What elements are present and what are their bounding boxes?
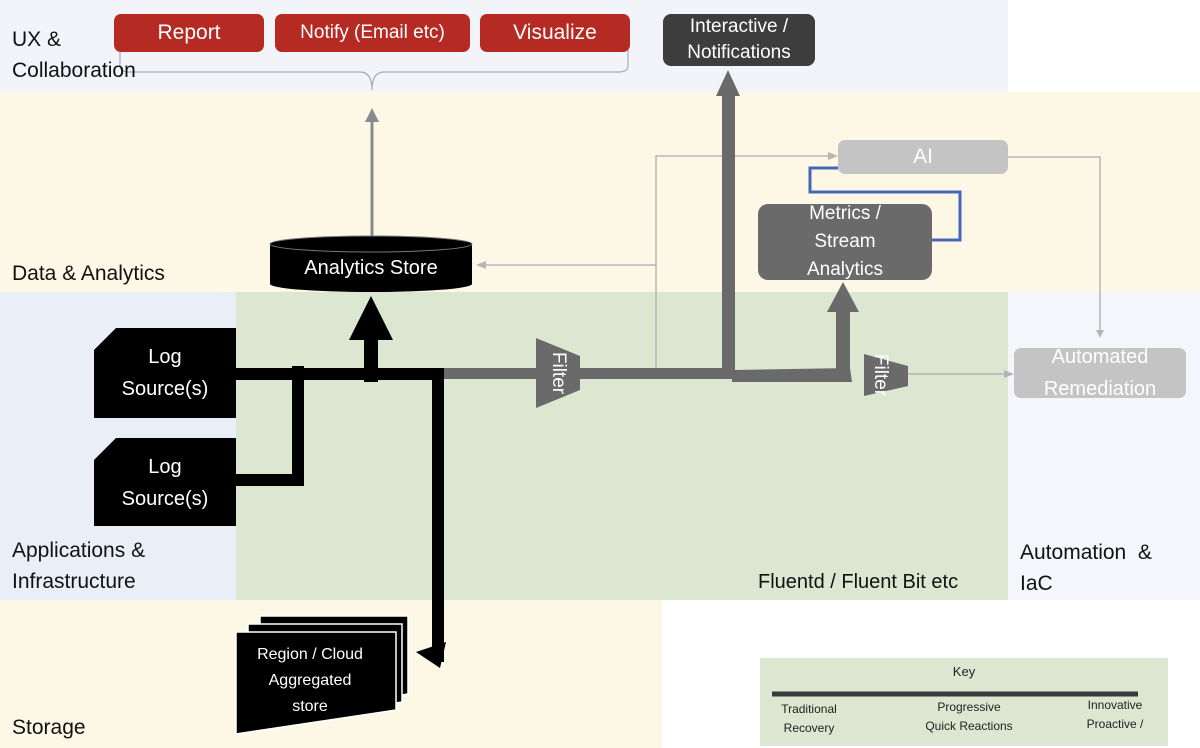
- aggregated-store-label: Region / Cloud Aggregated store: [257, 646, 363, 715]
- notify-button[interactable]: Notify (Email etc): [275, 14, 470, 52]
- key-legend-box: [760, 658, 1168, 746]
- ai-node: AI: [838, 140, 1008, 174]
- analytics-store-shape: [270, 244, 472, 292]
- metrics-stream-analytics-node: Metrics / Stream Analytics: [758, 203, 932, 280]
- interactive-up-arrowhead: [716, 70, 740, 96]
- ux-up-arrowhead: [365, 108, 379, 122]
- ux-brace: [119, 50, 629, 91]
- key-traditional-label: Traditional Recovery: [781, 702, 837, 735]
- report-button[interactable]: Report: [114, 14, 264, 52]
- aggregated-store-arrowhead: [416, 642, 446, 668]
- filter-1-shape: [536, 338, 580, 408]
- log-source-2-shape: [94, 438, 236, 526]
- data-analytics-layer-band: [0, 92, 1200, 292]
- key-innovative-label: Innovative Proactive /: [1086, 698, 1144, 731]
- ux-layer-label: UX & Collaboration: [12, 28, 136, 82]
- filter-1-label: Filter: [548, 351, 569, 395]
- automated-remediation-node: Automated Remediation: [1014, 346, 1186, 400]
- log-source-2-label: Log Source(s): [121, 456, 209, 510]
- automation-layer-label: Automation & IaC: [1020, 541, 1152, 595]
- analytics-store-label: Analytics Store: [304, 256, 438, 279]
- data-analytics-layer-label: Data & Analytics: [12, 262, 165, 285]
- visualize-button[interactable]: Visualize: [480, 14, 630, 52]
- aggregated-store-shape: [235, 631, 397, 735]
- automation-layer-band: [1008, 292, 1200, 600]
- applications-layer-label: Applications & Infrastructure: [12, 539, 146, 593]
- interactive-notifications-node: Interactive / Notifications: [663, 14, 815, 66]
- key-title: Key: [952, 663, 976, 679]
- fluentd-label: Fluentd / Fluent Bit etc: [758, 571, 959, 593]
- log-source-1-label: Log Source(s): [121, 346, 209, 400]
- filter-2-label: Filter: [870, 353, 891, 397]
- storage-layer-label: Storage: [12, 716, 86, 739]
- key-progressive-label: Progressive Quick Reactions: [925, 700, 1013, 733]
- analytics-store-up-arrowhead: [349, 296, 393, 340]
- filter-2-shape: [864, 354, 908, 396]
- ai-feedback-loop: [808, 166, 962, 242]
- log-source-1-shape: [94, 328, 236, 418]
- metrics-up-arrowhead: [827, 282, 859, 312]
